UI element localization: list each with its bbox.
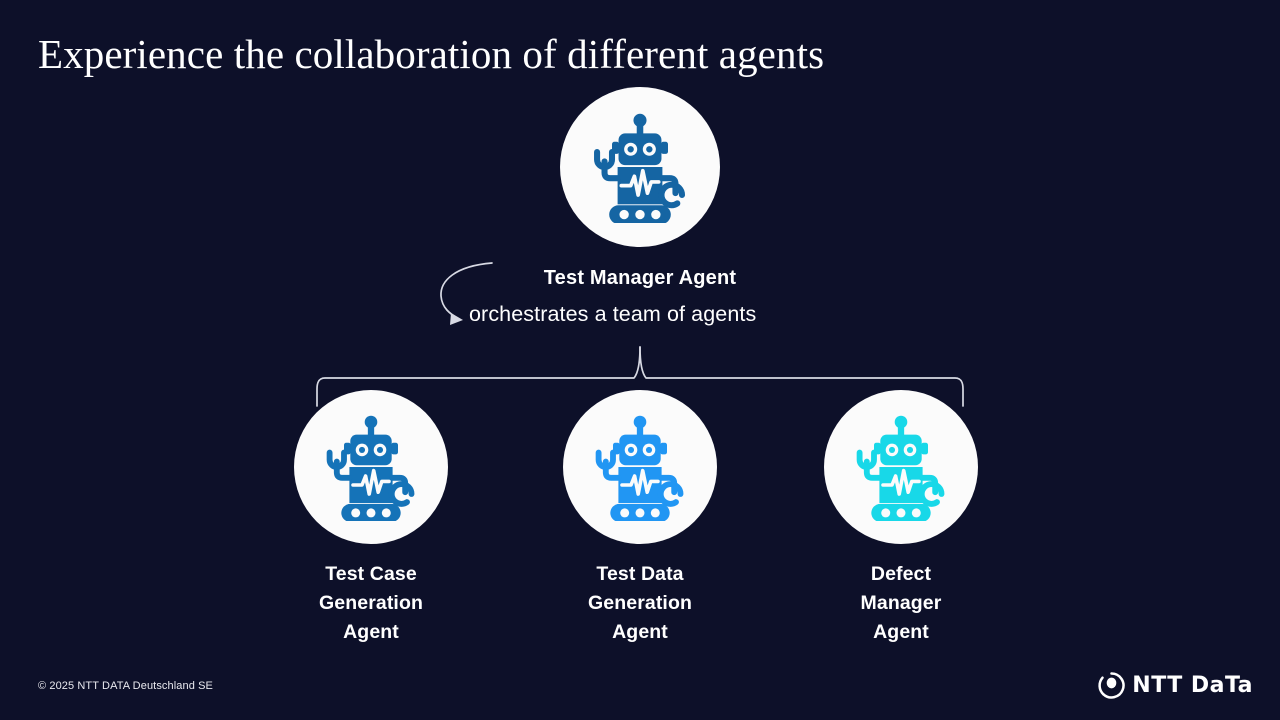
robot-icon — [856, 415, 945, 521]
child-label: Defect Manager Agent — [781, 560, 1021, 647]
node-test-case-generation-agent[interactable]: Test Case Generation Agent — [251, 390, 491, 647]
child-label-line: Generation — [319, 592, 423, 614]
node-test-manager-agent[interactable]: Test Manager Agent — [470, 87, 810, 291]
manager-avatar-disc — [560, 87, 720, 247]
copyright-text: © 2025 NTT DATA Deutschland SE — [38, 680, 213, 692]
orchestrates-caption: orchestrates a team of agents — [469, 302, 757, 326]
ntt-data-circle-mark — [1098, 672, 1126, 699]
child-label-line: Agent — [343, 621, 399, 643]
robot-icon — [595, 415, 684, 521]
child-label: Test Data Generation Agent — [520, 560, 760, 647]
ntt-data-logo: NTT DaTa — [1098, 672, 1253, 699]
manager-label: Test Manager Agent — [543, 267, 737, 289]
child-avatar-disc — [294, 390, 448, 544]
child-label-line: Defect — [870, 563, 932, 585]
child-label-line: Agent — [873, 621, 929, 643]
child-avatar-disc — [563, 390, 717, 544]
ntt-data-wordmark: NTT DaTa — [1132, 672, 1253, 698]
robot-icon — [594, 113, 686, 223]
child-label: Test Case Generation Agent — [251, 560, 491, 647]
child-label-line: Generation — [588, 592, 692, 614]
node-defect-manager-agent[interactable]: Defect Manager Agent — [781, 390, 1021, 647]
child-label-line: Test Case — [325, 563, 417, 585]
child-label-line: Test Data — [596, 563, 684, 585]
robot-icon — [326, 415, 415, 521]
child-label-line: Manager — [860, 592, 942, 614]
child-label-line: Agent — [612, 621, 668, 643]
child-avatar-disc — [824, 390, 978, 544]
page-title: Experience the collaboration of differen… — [38, 31, 825, 77]
node-test-data-generation-agent[interactable]: Test Data Generation Agent — [520, 390, 760, 647]
